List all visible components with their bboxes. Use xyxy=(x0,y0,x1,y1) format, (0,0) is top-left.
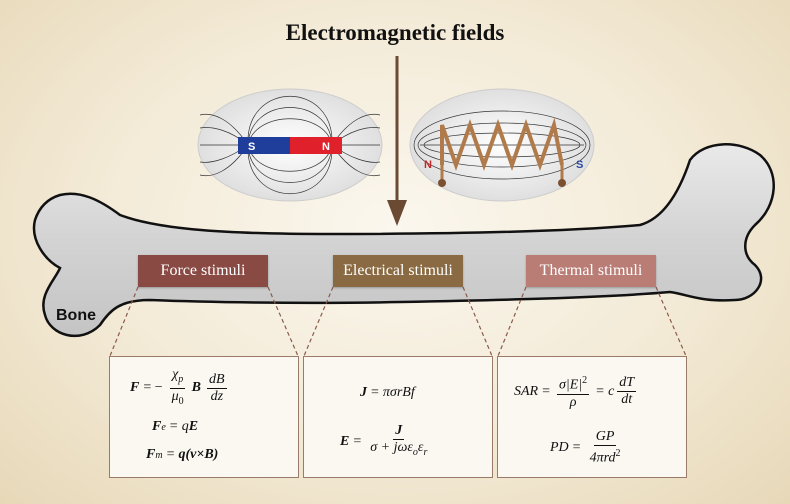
eq-sar-num: σ|E| xyxy=(559,377,583,393)
eq-fe-e: E xyxy=(188,419,199,434)
eq-sar-lhs: SAR xyxy=(514,383,539,399)
eq-e-den-sub2: r xyxy=(423,446,428,458)
eq-fe-q: q xyxy=(181,419,189,434)
eq-chi: χ xyxy=(172,367,179,382)
eq-c: c xyxy=(608,383,615,399)
eq-dz: dz xyxy=(210,388,224,404)
eq-e-den-eps: ε xyxy=(417,440,424,455)
eq-dt-den: dt xyxy=(621,392,633,408)
eq-b: B xyxy=(191,380,202,396)
eq-dt-num: dT xyxy=(617,375,637,393)
diagram-title: Electromagnetic fields xyxy=(285,20,505,45)
eq-j-rhs: πσrBf xyxy=(382,385,415,400)
magnet-north-label: N xyxy=(322,141,330,153)
eq-sar-den: ρ xyxy=(569,394,577,410)
force-stimuli-label: Force stimuli xyxy=(138,255,268,287)
eq-sar-sup: 2 xyxy=(582,375,588,386)
magnet-south-label: S xyxy=(248,141,255,153)
eq-pd-sup: 2 xyxy=(615,448,621,459)
electrical-equation-1: J = πσrBf xyxy=(360,385,415,400)
bar-magnet-illustration: S N xyxy=(197,88,383,202)
eq-mu-sub: 0 xyxy=(178,395,184,407)
coil-north-label: N xyxy=(424,159,432,171)
eq-pd-lhs: PD xyxy=(550,439,569,455)
bone-shape xyxy=(32,143,775,337)
eq-fe-lhs: F xyxy=(152,419,162,434)
eq-fm-rhs: q(v×B) xyxy=(178,447,219,462)
eq-fm-lhs: F xyxy=(146,447,156,462)
eq-e-den: σ + jωε xyxy=(370,440,413,455)
eq-j-lhs: J xyxy=(360,385,367,400)
field-arrow xyxy=(387,56,407,226)
eq-e-lhs: E xyxy=(340,433,350,449)
connector-lines xyxy=(109,286,687,357)
coil-south-label: S xyxy=(576,159,583,171)
bone-label: Bone xyxy=(56,307,96,324)
electrical-stimuli-label: Electrical stimuli xyxy=(333,255,463,287)
coil-illustration: N S xyxy=(409,88,595,202)
eq-fe-sub: e xyxy=(161,421,166,433)
thermal-stimuli-label: Thermal stimuli xyxy=(526,255,656,287)
eq-chi-sub: p xyxy=(178,373,184,385)
eq-fm-sub: m xyxy=(155,449,163,461)
eq-db: dB xyxy=(207,371,227,389)
eq-mu: μ xyxy=(171,388,179,404)
eq-pd-num: GP xyxy=(593,429,617,446)
eq-f-lhs: F xyxy=(130,380,140,396)
eq-e-num: J xyxy=(393,423,405,440)
eq-e-den-sub1: o xyxy=(412,446,418,458)
eq-pd-den: 4πrd xyxy=(589,450,616,466)
